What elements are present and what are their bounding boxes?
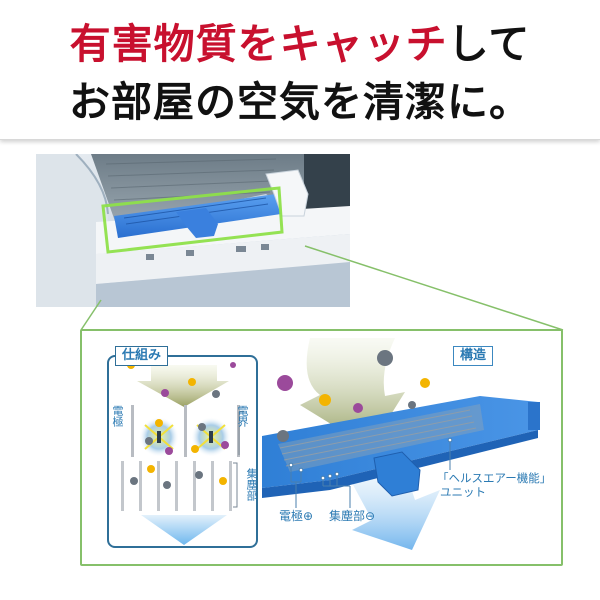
virus-particles [277,350,430,442]
air-conditioner-illustration [36,154,350,307]
product-photo [36,154,350,307]
mechanism-illustration [121,357,244,545]
structure-title: 構造 [453,346,494,366]
headline-suffix: して [447,20,531,68]
unit-label-line-1: 「ヘルスエアー機能」 [437,471,552,485]
headline-banner: 有害物質をキャッチして お部屋の空気を清潔に。 [0,0,600,140]
structure-electrode-label: 電極⊕ [279,509,314,523]
mechanism-collector-label: 集塵部 [245,468,258,501]
unit-label-line-2: ユニット [440,485,486,499]
headline-line-2: お部屋の空気を清潔に。 [69,78,531,126]
headline-line-1: 有害物質をキャッチして [0,20,600,68]
mechanism-panel [107,355,258,548]
mechanism-electrode-label: 電極 [111,405,124,427]
headline-emphasis: 有害物質をキャッチ [69,20,448,68]
structure-collector-label: 集塵部⊖ [329,509,376,523]
mechanism-field-label: 電界 [236,405,249,427]
mechanism-title: 仕組み [115,346,169,366]
